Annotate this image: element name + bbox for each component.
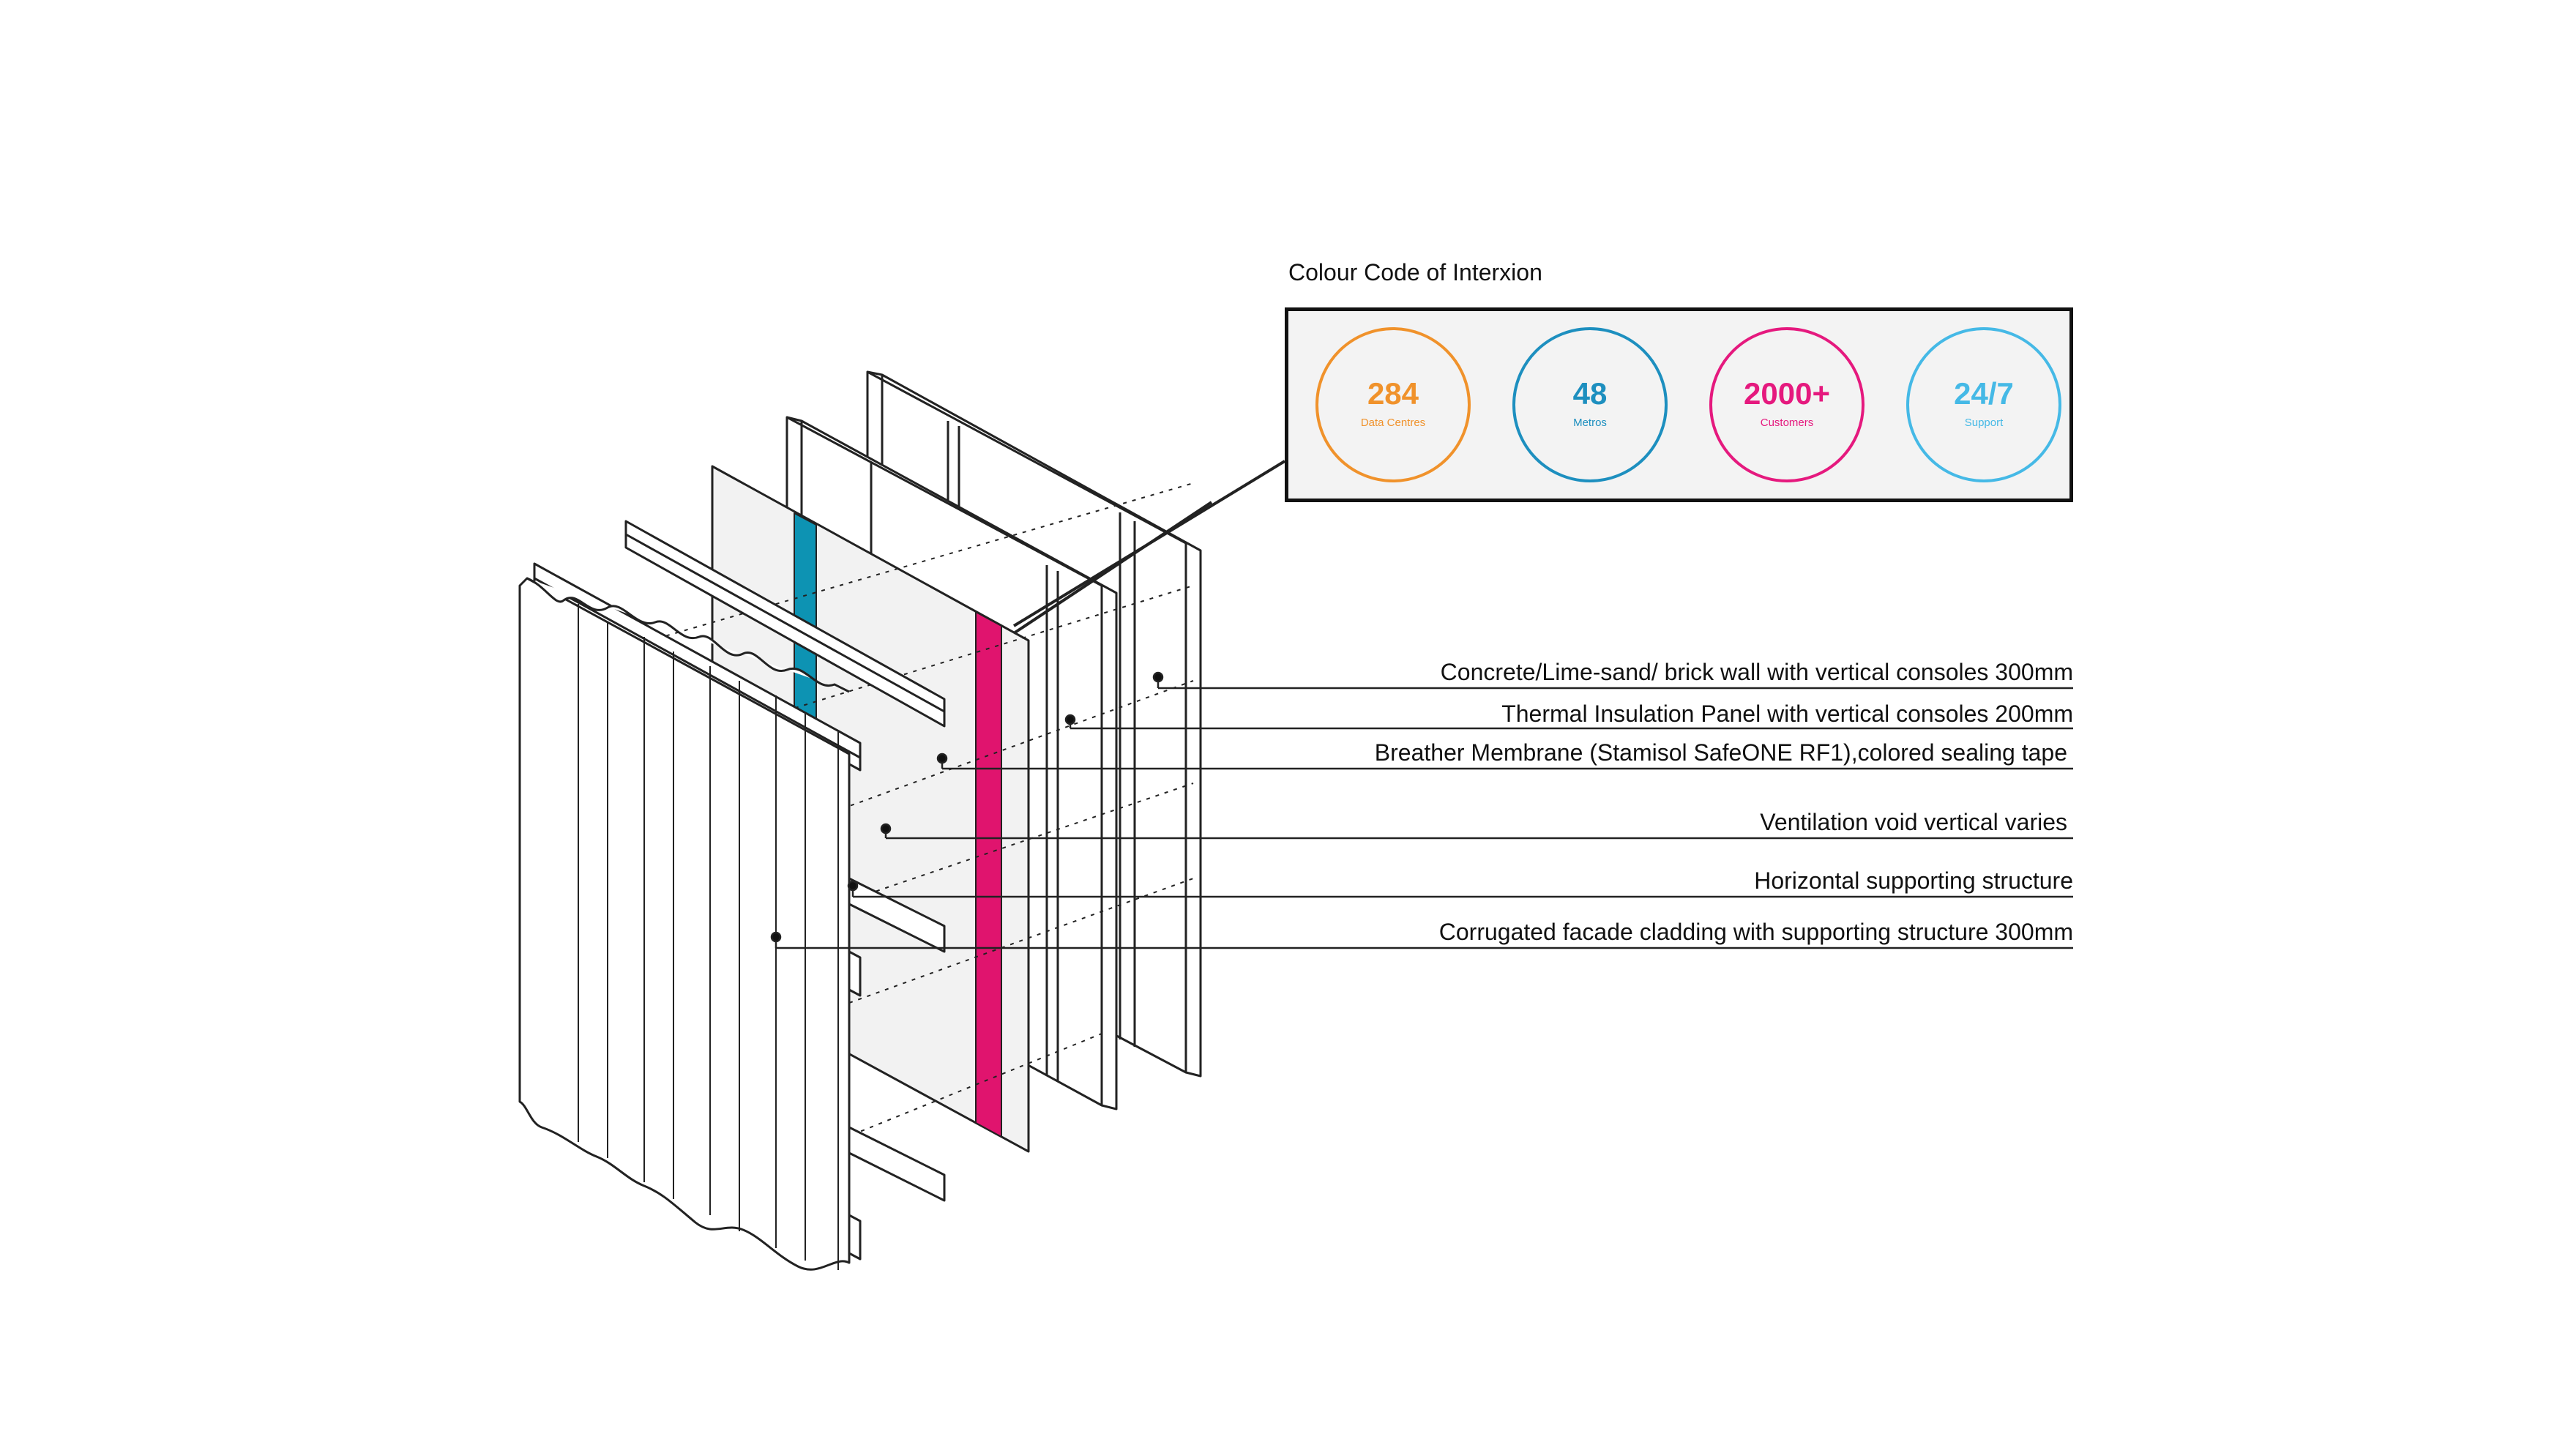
stat-label: Metros	[1573, 417, 1607, 429]
callout-horizontal-structure: Horizontal supporting structure	[1754, 867, 2073, 894]
stat-value: 24/7	[1954, 376, 2014, 411]
legend-connector	[1012, 460, 1286, 635]
callout-dot	[847, 880, 859, 892]
callout-breather-membrane: Breather Membrane (Stamisol SafeONE RF1)…	[1374, 739, 2067, 766]
legend-title: Colour Code of Interxion	[1288, 259, 1542, 285]
callout-dot	[1064, 714, 1076, 725]
stat-value: 284	[1367, 376, 1419, 411]
callout-thermal-insulation: Thermal Insulation Panel with vertical c…	[1501, 701, 2073, 727]
callout-corrugated-cladding: Corrugated facade cladding with supporti…	[1438, 919, 2073, 945]
stat-data-centres: 284 Data Centres	[1315, 327, 1471, 482]
stat-support: 24/7 Support	[1906, 327, 2061, 482]
stat-label: Data Centres	[1360, 417, 1426, 429]
callout-concrete-wall: Concrete/Lime-sand/ brick wall with vert…	[1440, 659, 2073, 685]
callout-dot	[936, 753, 948, 764]
stat-value: 2000+	[1744, 376, 1830, 411]
stat-label: Support	[1964, 417, 2004, 429]
stat-metros: 48 Metros	[1512, 327, 1668, 482]
callout-ventilation-void: Ventilation void vertical varies	[1760, 809, 2067, 835]
corrugated-cladding	[518, 577, 851, 1271]
stat-value: 48	[1572, 376, 1608, 411]
stat-customers: 2000+ Customers	[1709, 327, 1865, 482]
stat-label: Customers	[1760, 417, 1814, 429]
callout-dot	[880, 823, 892, 835]
callout-dot	[1152, 671, 1164, 683]
callout-leaders	[770, 671, 2073, 949]
callout-dot	[770, 931, 782, 943]
legend-box: 284 Data Centres 48 Metros 2000+ Custome…	[1285, 307, 2073, 502]
